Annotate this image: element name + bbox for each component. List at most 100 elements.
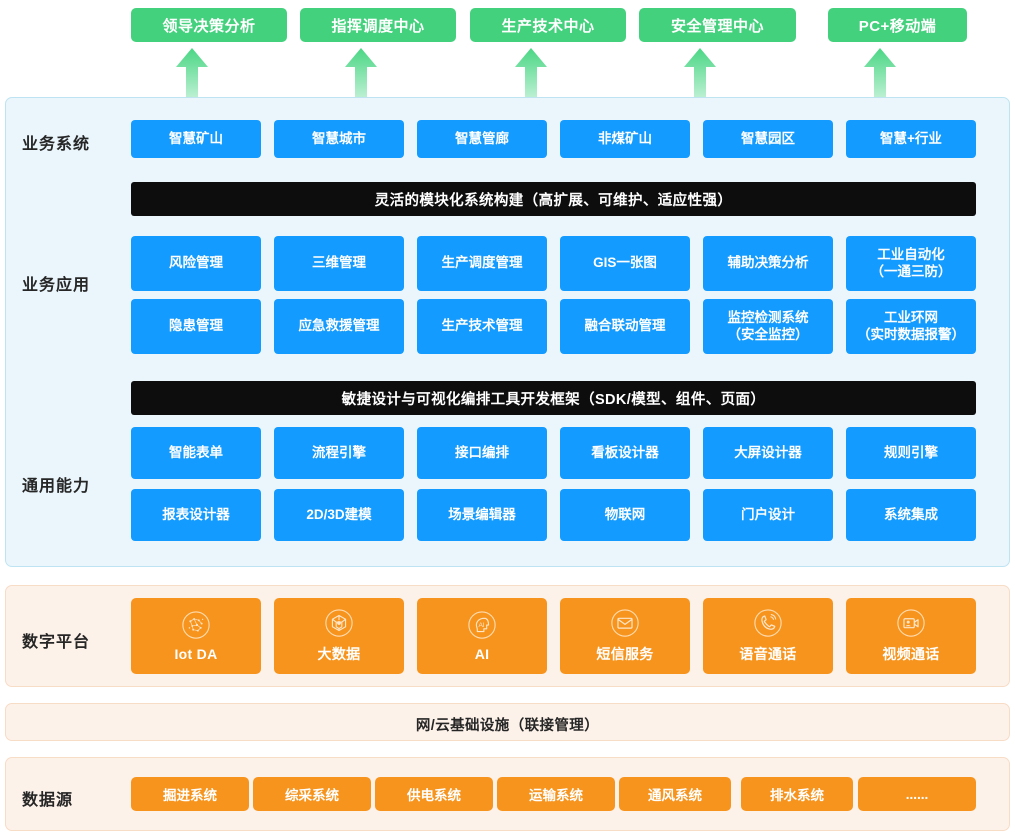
- video-call-icon: [896, 608, 926, 638]
- common-capability-tile-r1-1[interactable]: 流程引擎: [274, 427, 404, 479]
- tile-label: 智慧管廊: [455, 130, 509, 146]
- data-source-tile-3[interactable]: 运输系统: [497, 777, 615, 811]
- business-system-tile-3[interactable]: 非煤矿山: [560, 120, 690, 158]
- tile-label: 智慧园区: [741, 130, 795, 146]
- tile-label: 智能表单: [169, 444, 223, 460]
- tile-label: 应急救援管理: [298, 318, 380, 334]
- business-application-tile-r1-4[interactable]: 辅助决策分析: [703, 236, 833, 291]
- phone-call-icon: [753, 608, 783, 638]
- business-application-tile-r1-5[interactable]: 工业自动化（一通三防）: [846, 236, 976, 291]
- business-application-tile-r1-3[interactable]: GIS一张图: [560, 236, 690, 291]
- tile-label: 三维管理: [312, 255, 366, 271]
- tile-label: 报表设计器: [162, 506, 230, 522]
- upward-flow-arrow-3: [683, 48, 717, 98]
- common-capability-tile-r1-5[interactable]: 规则引擎: [846, 427, 976, 479]
- tile-label: 生产技术管理: [441, 318, 523, 334]
- digital-platform-tile-5[interactable]: 视频通话: [846, 598, 976, 674]
- common-capability-tile-r1-3[interactable]: 看板设计器: [560, 427, 690, 479]
- tile-label: 生产调度管理: [441, 255, 523, 271]
- data-source-tile-5[interactable]: 排水系统: [741, 777, 853, 811]
- tile-label: 工业自动化: [877, 246, 945, 262]
- upward-flow-arrow-1: [344, 48, 378, 98]
- target-box-4[interactable]: PC+移动端: [828, 8, 967, 42]
- tile-sublabel: （实时数据报警）: [857, 326, 965, 342]
- business-application-tile-r2-4[interactable]: 监控检测系统（安全监控）: [703, 299, 833, 354]
- tile-label: 看板设计器: [591, 444, 659, 460]
- target-box-0[interactable]: 领导决策分析: [131, 8, 287, 42]
- row-label-business-system: 业务系统: [22, 136, 91, 153]
- tile-label: 场景编辑器: [448, 506, 516, 522]
- tile-label: 智慧城市: [312, 130, 366, 146]
- business-application-tile-r1-2[interactable]: 生产调度管理: [417, 236, 547, 291]
- tile-label: 门户设计: [741, 506, 795, 522]
- infrastructure-label: 网/云基础设施（联接管理）: [415, 718, 600, 734]
- big-data-cube-icon: [324, 608, 354, 638]
- tile-sublabel: （安全监控）: [727, 326, 809, 342]
- data-source-tile-4[interactable]: 通风系统: [619, 777, 731, 811]
- tile-label: 辅助决策分析: [727, 255, 809, 271]
- digital-platform-tile-label: 视频通话: [882, 646, 940, 662]
- tile-label: 智慧矿山: [169, 130, 223, 146]
- digital-platform-tile-label: Iot DA: [174, 646, 218, 662]
- common-capability-tile-r2-1[interactable]: 2D/3D建模: [274, 489, 404, 541]
- business-system-tile-4[interactable]: 智慧园区: [703, 120, 833, 158]
- tile-label: 大屏设计器: [734, 444, 802, 460]
- tile-label: 风险管理: [169, 255, 223, 271]
- data-source-tile-1[interactable]: 综采系统: [253, 777, 371, 811]
- data-source-tile-2[interactable]: 供电系统: [375, 777, 493, 811]
- tile-label: GIS一张图: [593, 255, 657, 271]
- digital-platform-tile-0[interactable]: Iot DA: [131, 598, 261, 674]
- common-capability-tile-r1-4[interactable]: 大屏设计器: [703, 427, 833, 479]
- business-system-tile-1[interactable]: 智慧城市: [274, 120, 404, 158]
- business-application-tile-r2-1[interactable]: 应急救援管理: [274, 299, 404, 354]
- upward-flow-arrow-0: [175, 48, 209, 98]
- data-source-tile-0[interactable]: 掘进系统: [131, 777, 249, 811]
- business-application-tile-r2-5[interactable]: 工业环网（实时数据报警）: [846, 299, 976, 354]
- row-label-data-source: 数据源: [22, 792, 74, 809]
- digital-platform-tile-label: 语音通话: [739, 646, 797, 662]
- common-capability-tile-r2-0[interactable]: 报表设计器: [131, 489, 261, 541]
- digital-platform-tile-label: 大数据: [317, 646, 361, 662]
- black-bar-agile-design-framework: 敏捷设计与可视化编排工具开发框架（SDK/模型、组件、页面）: [131, 381, 976, 415]
- business-system-tile-5[interactable]: 智慧+行业: [846, 120, 976, 158]
- business-application-tile-r2-2[interactable]: 生产技术管理: [417, 299, 547, 354]
- common-capability-tile-r2-2[interactable]: 场景编辑器: [417, 489, 547, 541]
- tile-label: 接口编排: [455, 444, 509, 460]
- iot-network-icon: [181, 610, 211, 640]
- business-system-tile-0[interactable]: 智慧矿山: [131, 120, 261, 158]
- business-system-tile-2[interactable]: 智慧管廊: [417, 120, 547, 158]
- upward-flow-arrow-2: [514, 48, 548, 98]
- target-box-3[interactable]: 安全管理中心: [639, 8, 796, 42]
- business-application-tile-r1-0[interactable]: 风险管理: [131, 236, 261, 291]
- tile-label: 系统集成: [884, 506, 938, 522]
- tile-label: 融合联动管理: [584, 318, 666, 334]
- top-target-row: 领导决策分析指挥调度中心生产技术中心安全管理中心 PC+移动端: [0, 0, 1015, 44]
- business-application-tile-r2-0[interactable]: 隐患管理: [131, 299, 261, 354]
- common-capability-tile-r1-0[interactable]: 智能表单: [131, 427, 261, 479]
- target-box-2[interactable]: 生产技术中心: [470, 8, 626, 42]
- tile-label: 规则引擎: [884, 444, 938, 460]
- common-capability-tile-r2-3[interactable]: 物联网: [560, 489, 690, 541]
- target-box-1[interactable]: 指挥调度中心: [300, 8, 456, 42]
- tile-label: 非煤矿山: [598, 130, 652, 146]
- digital-platform-tile-4[interactable]: 语音通话: [703, 598, 833, 674]
- digital-platform-tile-3[interactable]: 短信服务: [560, 598, 690, 674]
- svg-text:AI: AI: [478, 622, 484, 629]
- upward-flow-arrow-4: [863, 48, 897, 98]
- digital-platform-tile-1[interactable]: 大数据: [274, 598, 404, 674]
- business-application-tile-r2-3[interactable]: 融合联动管理: [560, 299, 690, 354]
- black-bar-modular-construction: 灵活的模块化系统构建（高扩展、可维护、适应性强）: [131, 182, 976, 216]
- common-capability-tile-r2-5[interactable]: 系统集成: [846, 489, 976, 541]
- common-capability-tile-r1-2[interactable]: 接口编排: [417, 427, 547, 479]
- tile-sublabel: （一通三防）: [870, 263, 952, 279]
- envelope-icon: [610, 608, 640, 638]
- row-label-digital-platform: 数字平台: [22, 634, 91, 651]
- tile-label: 2D/3D建模: [306, 506, 372, 522]
- business-application-tile-r1-1[interactable]: 三维管理: [274, 236, 404, 291]
- data-source-tile-6[interactable]: ......: [858, 777, 976, 811]
- tile-label: 隐患管理: [169, 318, 223, 334]
- common-capability-tile-r2-4[interactable]: 门户设计: [703, 489, 833, 541]
- tile-label: 流程引擎: [312, 444, 366, 460]
